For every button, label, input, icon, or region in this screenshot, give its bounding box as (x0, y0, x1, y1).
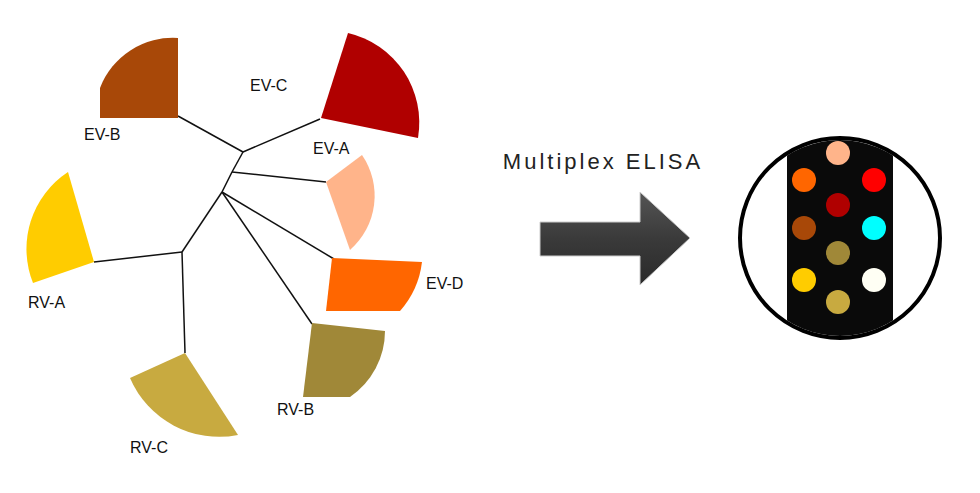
method-label: Multiplex ELISA (503, 151, 703, 173)
phylogenetic-tree (94, 116, 334, 353)
wedge-shape (318, 30, 422, 142)
block-arrow (540, 192, 690, 285)
virus-species-wedge: EV-B (96, 36, 180, 120)
wedge-fill (130, 353, 238, 437)
wedge-fill (326, 258, 422, 311)
wedge-shape (322, 152, 406, 252)
virus-species-wedge: RV-A (26, 168, 98, 286)
species-label: EV-A (313, 141, 349, 157)
wedge-shape (298, 320, 388, 400)
wedge-fill (326, 155, 375, 250)
species-label: EV-B (84, 127, 120, 143)
species-label: RV-A (28, 295, 65, 311)
species-label: EV-C (250, 78, 287, 94)
wedge-shape (324, 255, 424, 313)
wedge-shape (26, 168, 98, 286)
wedge-fill (26, 172, 94, 283)
species-label: EV-D (426, 276, 463, 292)
virus-species-wedge: RV-B (298, 320, 388, 400)
species-label: RV-C (130, 440, 168, 456)
wedge-fill (100, 38, 178, 118)
wedge-fill (303, 323, 385, 397)
wedge-shape (96, 36, 180, 120)
virus-species-wedge: EV-C (318, 30, 422, 142)
virus-species-wedge: EV-D (324, 255, 424, 313)
virus-species-wedge: EV-A (322, 152, 406, 252)
wedge-fill (321, 33, 419, 138)
elisa-well-strip (740, 130, 940, 350)
virus-species-wedge: RV-C (126, 350, 242, 460)
species-label: RV-B (277, 402, 314, 418)
